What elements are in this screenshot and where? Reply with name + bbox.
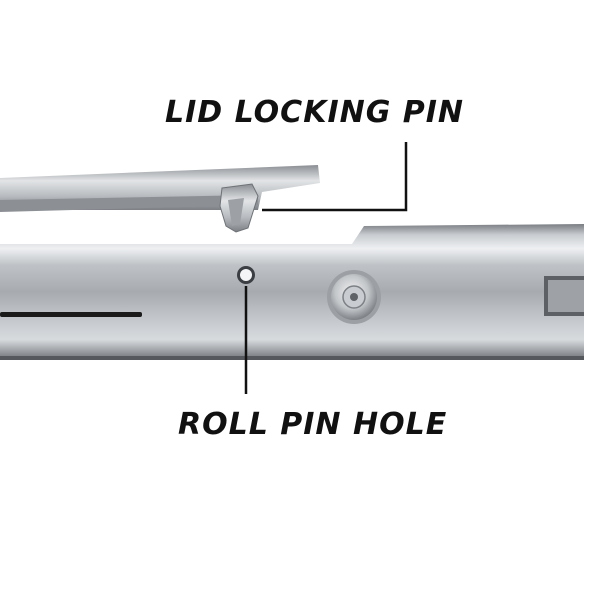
leader-line-lid-locking-pin: [262, 142, 408, 212]
screw-head-icon: [327, 270, 381, 324]
roll-pin-hole: [237, 266, 255, 284]
lid-locking-pin-label: LID LOCKING PIN: [165, 95, 465, 130]
lid-locking-pin-rod: [0, 165, 320, 233]
roll-pin-hole-label: ROLL PIN HOLE: [178, 407, 448, 442]
tube-body: [0, 224, 584, 360]
